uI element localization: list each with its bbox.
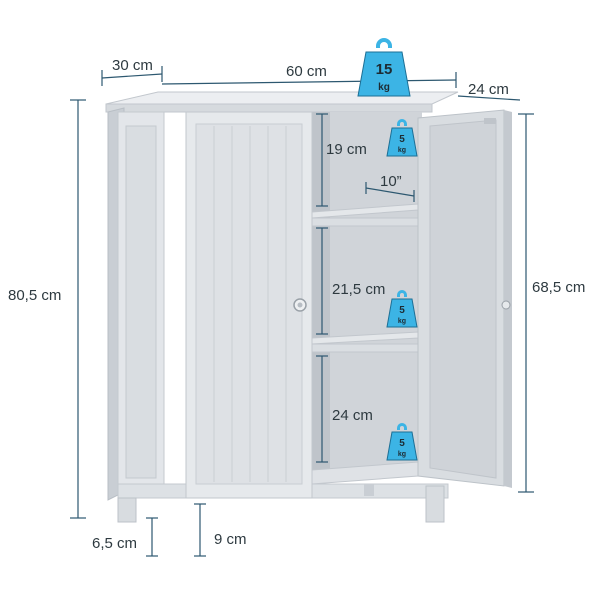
label-ground-clearance: 9 cm bbox=[214, 531, 247, 548]
weight-top-value: 15 bbox=[376, 61, 393, 78]
label-inner-depth: 24 cm bbox=[468, 81, 509, 98]
weight-shelf-bottom-value: 5 bbox=[399, 438, 405, 449]
weight-shelf-top-value: 5 bbox=[399, 134, 405, 145]
label-depth: 30 cm bbox=[112, 57, 153, 74]
weight-icon: 5 kg bbox=[386, 119, 418, 157]
label-compartment-middle: 21,5 cm bbox=[332, 281, 385, 298]
label-compartment-bottom: 24 cm bbox=[332, 407, 373, 424]
label-door-height: 68,5 cm bbox=[532, 279, 585, 296]
weight-top-unit: kg bbox=[378, 82, 390, 93]
leg-front-right bbox=[425, 485, 445, 523]
door-knob-right[interactable] bbox=[501, 300, 511, 310]
label-shelf-depth: 10” bbox=[380, 173, 402, 190]
cabinet-interior bbox=[312, 112, 422, 476]
weight-shelf-middle-unit: kg bbox=[398, 318, 406, 325]
weight-shelf-top-unit: kg bbox=[398, 147, 406, 154]
right-door[interactable] bbox=[417, 109, 512, 488]
weight-icon: 15 kg bbox=[357, 38, 411, 97]
cabinet bbox=[105, 91, 512, 523]
label-leg-height: 6,5 cm bbox=[92, 535, 137, 552]
weight-shelf-bottom-unit: kg bbox=[398, 451, 406, 458]
cabinet-side-inset bbox=[125, 125, 157, 479]
label-compartment-top: 19 cm bbox=[326, 141, 367, 158]
dimension-labels: 30 cm 60 cm 24 cm 80,5 cm 68,5 cm 19 cm … bbox=[8, 57, 585, 552]
cabinet-interior-side bbox=[312, 112, 330, 484]
weight-icon: 5 kg bbox=[386, 290, 418, 328]
label-total-height: 80,5 cm bbox=[8, 287, 61, 304]
leg-back bbox=[364, 484, 374, 496]
weight-shelf-middle-value: 5 bbox=[399, 305, 405, 316]
label-width: 60 cm bbox=[286, 63, 327, 80]
weight-icon: 5 kg bbox=[386, 423, 418, 461]
leg-front-left bbox=[117, 497, 137, 523]
cabinet-top-front-edge bbox=[105, 103, 433, 113]
left-door[interactable] bbox=[185, 111, 313, 499]
